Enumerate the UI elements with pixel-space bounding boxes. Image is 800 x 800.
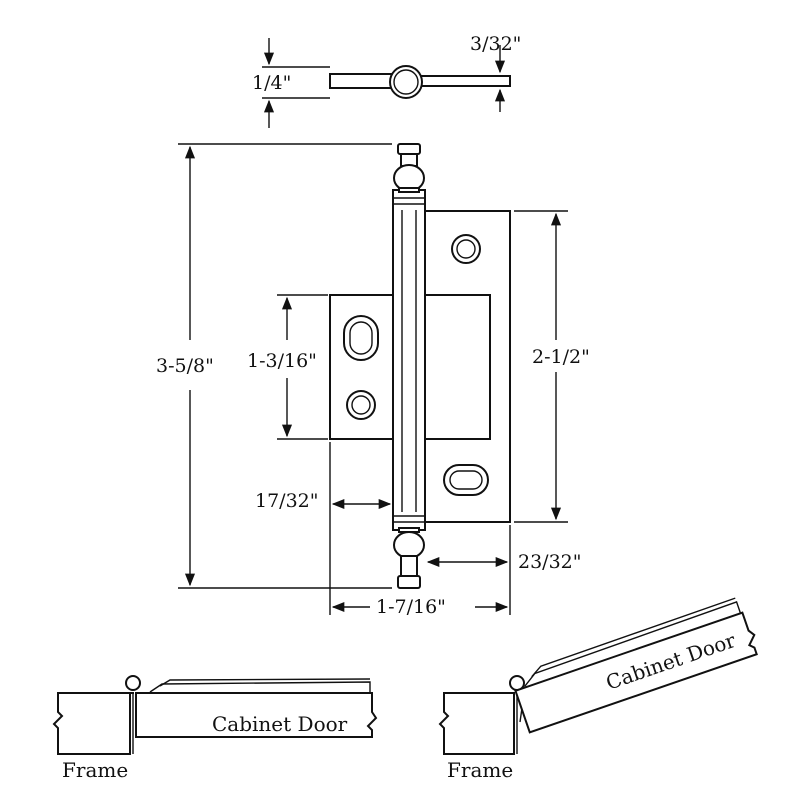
dim-barrel-offset: 17/32" [255, 490, 319, 512]
top-view: 1/4" 3/32" [252, 33, 521, 128]
top-view-leaf-right [419, 75, 511, 87]
dim-door-leaf-height: 1-3/16" [247, 350, 317, 372]
dim-leaf-thickness: 1/4" [252, 72, 291, 94]
dim-pin-offset: 3/32" [470, 33, 521, 55]
dim-frame-leaf-width: 23/32" [518, 551, 582, 573]
closed-frame [52, 692, 131, 755]
front-view: 3-5/8" 1-3/16" 2-1/2" 17/32" 23/32" 1-7/… [156, 143, 590, 618]
top-view-knuckle [389, 65, 423, 99]
install-closed: Cabinet Door Frame [52, 675, 378, 782]
closed-door-label: Cabinet Door [212, 712, 348, 736]
dim-overall-height: 3-5/8" [156, 355, 214, 377]
dim-frame-leaf-height: 2-1/2" [532, 346, 590, 368]
top-finial [393, 143, 425, 193]
door-leaf-screw-hole [346, 390, 376, 420]
closed-frame-label: Frame [62, 758, 128, 782]
closed-hinge-knuckle [125, 675, 141, 691]
open-cabinet-door [514, 611, 758, 734]
open-frame [438, 692, 515, 755]
open-frame-label: Frame [447, 758, 513, 782]
closed-cabinet-door [135, 692, 378, 738]
install-open: Cabinet Door Frame [438, 597, 758, 782]
hinge-barrel [392, 189, 426, 531]
bottom-finial [393, 527, 425, 589]
frame-leaf-screw-hole [451, 234, 481, 264]
dim-overall-width: 1-7/16" [376, 596, 446, 618]
